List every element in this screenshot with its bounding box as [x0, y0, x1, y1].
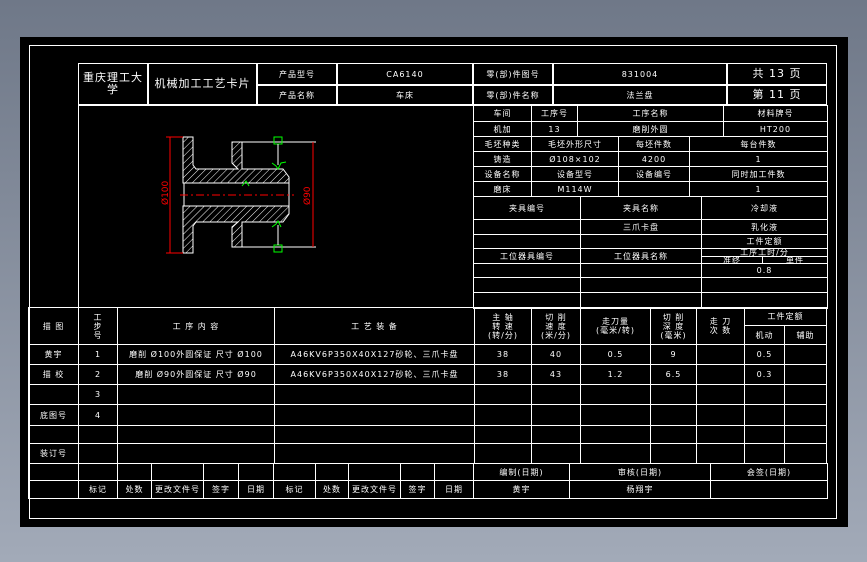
fixture-cell — [701, 292, 828, 309]
page-number: 第 11 页 — [727, 85, 827, 105]
part-no-value: 831004 — [553, 63, 727, 85]
total-pages: 共 13 页 — [727, 63, 827, 85]
surface-markers — [241, 136, 287, 253]
card-title: 机械加工工艺卡片 — [148, 63, 257, 105]
dimension-collar: Ø90 — [242, 141, 316, 248]
product-name-value: 车床 — [337, 85, 473, 105]
drawing-frame — [20, 37, 848, 527]
school-name: 重庆理工大学 — [78, 63, 148, 105]
role-name — [710, 480, 828, 499]
product-model-value: CA6140 — [337, 63, 473, 85]
dimension-collar-label: Ø90 — [302, 186, 313, 205]
part-name-label: 零(部)件名称 — [473, 85, 553, 105]
part-no-label: 零(部)件图号 — [473, 63, 553, 85]
dimension-outer: Ø100 — [160, 136, 183, 254]
product-model-label: 产品型号 — [257, 63, 337, 85]
dimension-outer-label: Ø100 — [160, 180, 171, 205]
drawing-border — [29, 45, 837, 519]
product-name-label: 产品名称 — [257, 85, 337, 105]
unit-time-label: 单件 — [762, 256, 828, 264]
part-section — [180, 136, 294, 254]
part-name-value: 法兰盘 — [553, 85, 727, 105]
